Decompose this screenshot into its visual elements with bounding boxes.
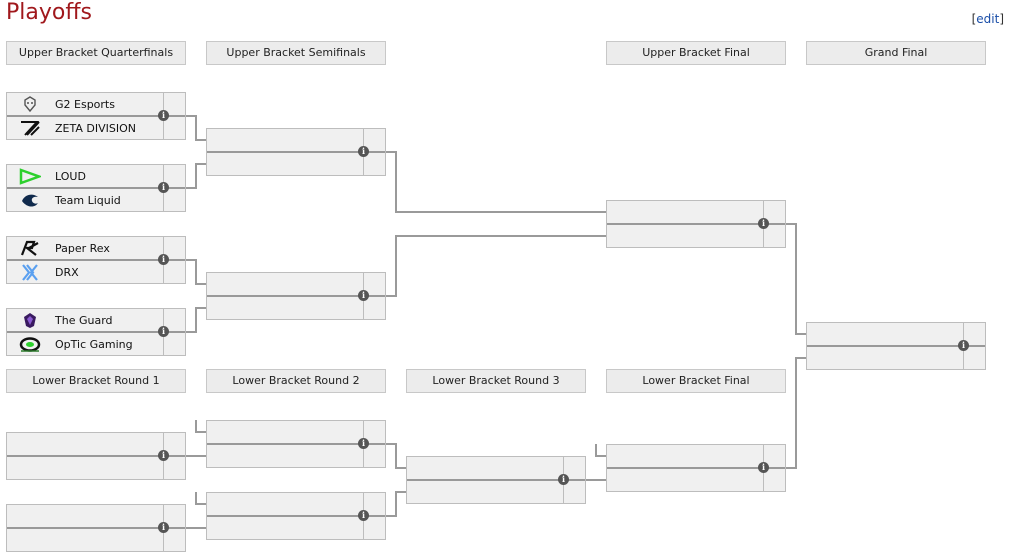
match-info-icon[interactable]: i: [758, 218, 769, 229]
match-grand-final: i: [806, 322, 986, 370]
match-info-icon[interactable]: i: [558, 474, 569, 485]
round-header-grand-final: Grand Final: [806, 41, 986, 65]
match-ubqf-1: G2 Esports ZETA DIVISION i: [6, 92, 186, 140]
team-name: OpTic Gaming: [55, 338, 133, 351]
round-header-ub-final: Upper Bracket Final: [606, 41, 786, 65]
match-info-icon[interactable]: i: [758, 462, 769, 473]
optic-gaming-logo: [19, 337, 41, 352]
match-info-icon[interactable]: i: [958, 340, 969, 351]
match-info-icon[interactable]: i: [158, 110, 169, 121]
match-ubqf-2: LOUD Team Liquid i: [6, 164, 186, 212]
match-info-icon[interactable]: i: [358, 438, 369, 449]
round-header-lb-round-1: Lower Bracket Round 1: [6, 369, 186, 393]
match-ubqf-3: Paper Rex DRX i: [6, 236, 186, 284]
g2-esports-logo: [24, 96, 36, 113]
match-ubsf-2: i: [206, 272, 386, 320]
team-slot-drx[interactable]: DRX: [7, 261, 163, 284]
round-header-ub-semifinals: Upper Bracket Semifinals: [206, 41, 386, 65]
team-slot-g2[interactable]: G2 Esports: [7, 93, 163, 116]
team-name: The Guard: [55, 314, 113, 327]
round-header-ub-quarterfinals: Upper Bracket Quarterfinals: [6, 41, 186, 65]
team-liquid-logo: [22, 194, 38, 207]
match-lbr1-2: i: [6, 504, 186, 552]
match-ubqf-4: The Guard OpTic Gaming i: [6, 308, 186, 356]
page-title: Playoffs: [6, 0, 92, 25]
match-info-icon[interactable]: i: [358, 510, 369, 521]
match-lbr2-2: i: [206, 492, 386, 540]
loud-logo: [19, 168, 41, 185]
drx-logo: [22, 264, 38, 281]
match-ubf: i: [606, 200, 786, 248]
match-lbr1-1: i: [6, 432, 186, 480]
team-name: ZETA DIVISION: [55, 122, 136, 135]
match-info-icon[interactable]: i: [158, 326, 169, 337]
paper-rex-logo: [20, 240, 39, 256]
match-lbr3: i: [406, 456, 586, 504]
edit-link-wrapper: [edit]: [971, 12, 1004, 26]
match-info-icon[interactable]: i: [158, 450, 169, 461]
match-info-icon[interactable]: i: [358, 146, 369, 157]
match-info-icon[interactable]: i: [158, 254, 169, 265]
team-name: DRX: [55, 266, 79, 279]
team-slot-the-guard[interactable]: The Guard: [7, 309, 163, 332]
team-slot-team-liquid[interactable]: Team Liquid: [7, 189, 163, 212]
team-name: Team Liquid: [55, 194, 121, 207]
team-slot-zeta[interactable]: ZETA DIVISION: [7, 117, 163, 140]
round-header-lb-round-3: Lower Bracket Round 3: [406, 369, 586, 393]
the-guard-logo: [24, 313, 36, 328]
round-header-lb-final: Lower Bracket Final: [606, 369, 786, 393]
team-slot-loud[interactable]: LOUD: [7, 165, 163, 188]
match-ubsf-1: i: [206, 128, 386, 176]
team-slot-optic[interactable]: OpTic Gaming: [7, 333, 163, 356]
edit-link[interactable]: edit: [976, 12, 1000, 26]
match-info-icon[interactable]: i: [358, 290, 369, 301]
team-name: Paper Rex: [55, 242, 110, 255]
round-header-lb-round-2: Lower Bracket Round 2: [206, 369, 386, 393]
zeta-division-logo: [21, 121, 40, 136]
team-name: G2 Esports: [55, 98, 115, 111]
match-lbr2-1: i: [206, 420, 386, 468]
match-info-icon[interactable]: i: [158, 522, 169, 533]
match-lbf: i: [606, 444, 786, 492]
match-info-icon[interactable]: i: [158, 182, 169, 193]
team-slot-paper-rex[interactable]: Paper Rex: [7, 237, 163, 260]
team-name: LOUD: [55, 170, 86, 183]
